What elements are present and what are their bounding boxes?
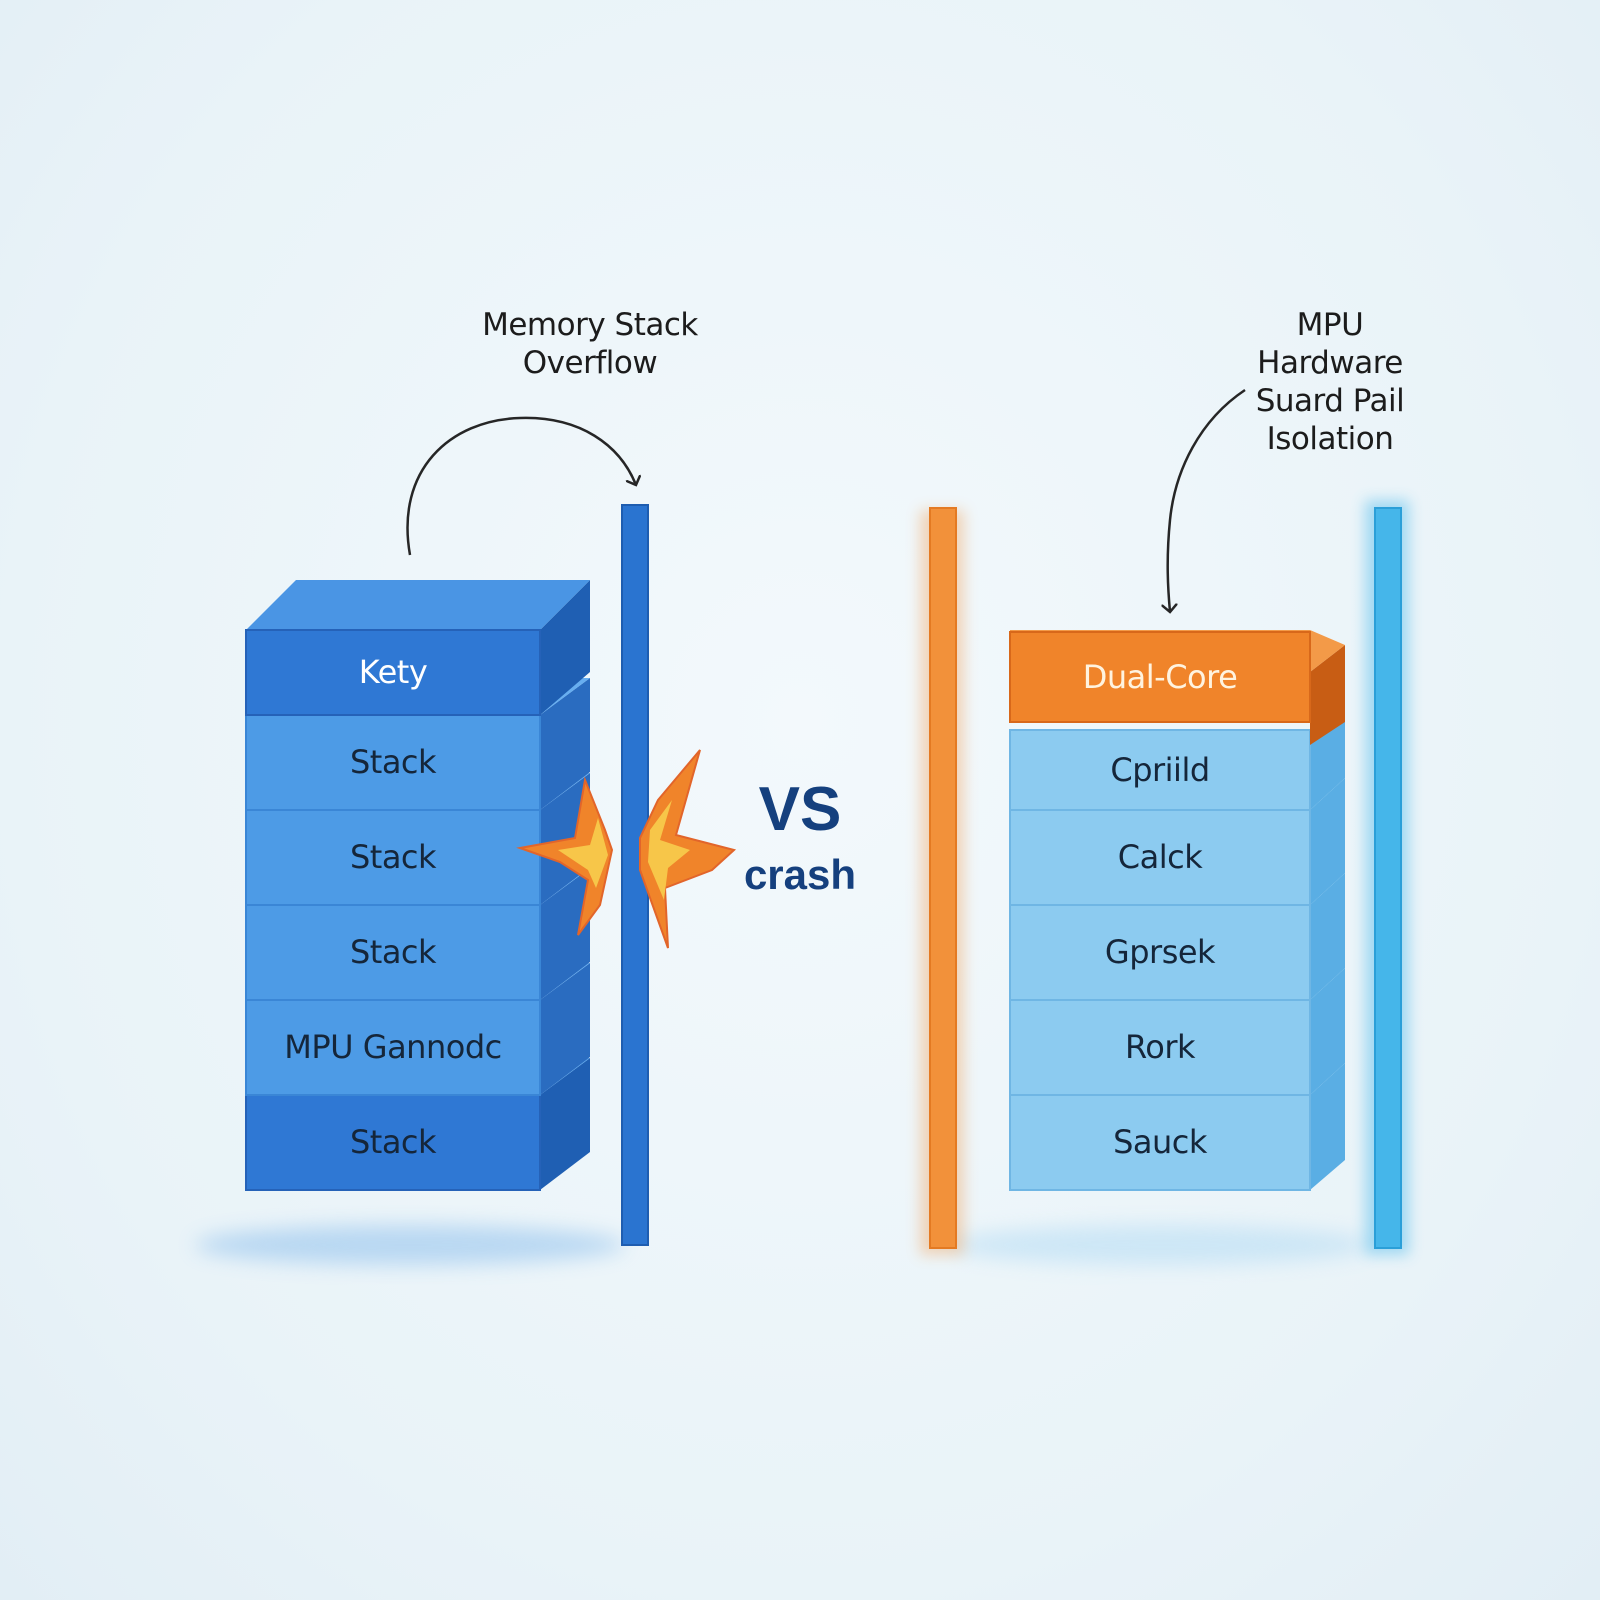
isolation-arrow [1168,388,1246,612]
vs-label: VS [758,775,842,844]
left-block-label: Stack [349,933,437,971]
left-block-label: Kety [358,653,428,691]
left-stack [245,580,590,1191]
overflow-arrow [406,416,636,556]
left-block-label: Stack [349,838,437,876]
right-block-label: Cpriild [1110,751,1210,789]
right-block-label: Dual-Core [1082,658,1238,696]
right-stack [1009,630,1345,1191]
left-block-1 [245,580,590,716]
right-block-label: Rork [1124,1028,1196,1066]
cyan-guard-bar [1374,507,1402,1249]
right-stack-shadow [950,1225,1370,1265]
right-caption: MPU Hardware Suard Pail Isolation [1255,307,1405,457]
left-block-label: Stack [349,743,437,781]
left-block-label: Stack [349,1123,437,1161]
right-block-label: Gprsek [1104,933,1216,971]
left-block-label: MPU Gannodc [284,1028,502,1066]
collision-burst-icon [516,749,737,949]
left-caption: Memory Stack Overflow [482,307,698,381]
crash-label: crash [743,851,857,898]
left-stack-shadow [195,1225,625,1265]
right-block-2 [1009,705,1345,811]
right-block-label: Calck [1117,838,1203,876]
right-block-label: Sauck [1113,1123,1207,1161]
right-block-1 [1009,630,1345,745]
orange-divider-bar [929,507,957,1249]
